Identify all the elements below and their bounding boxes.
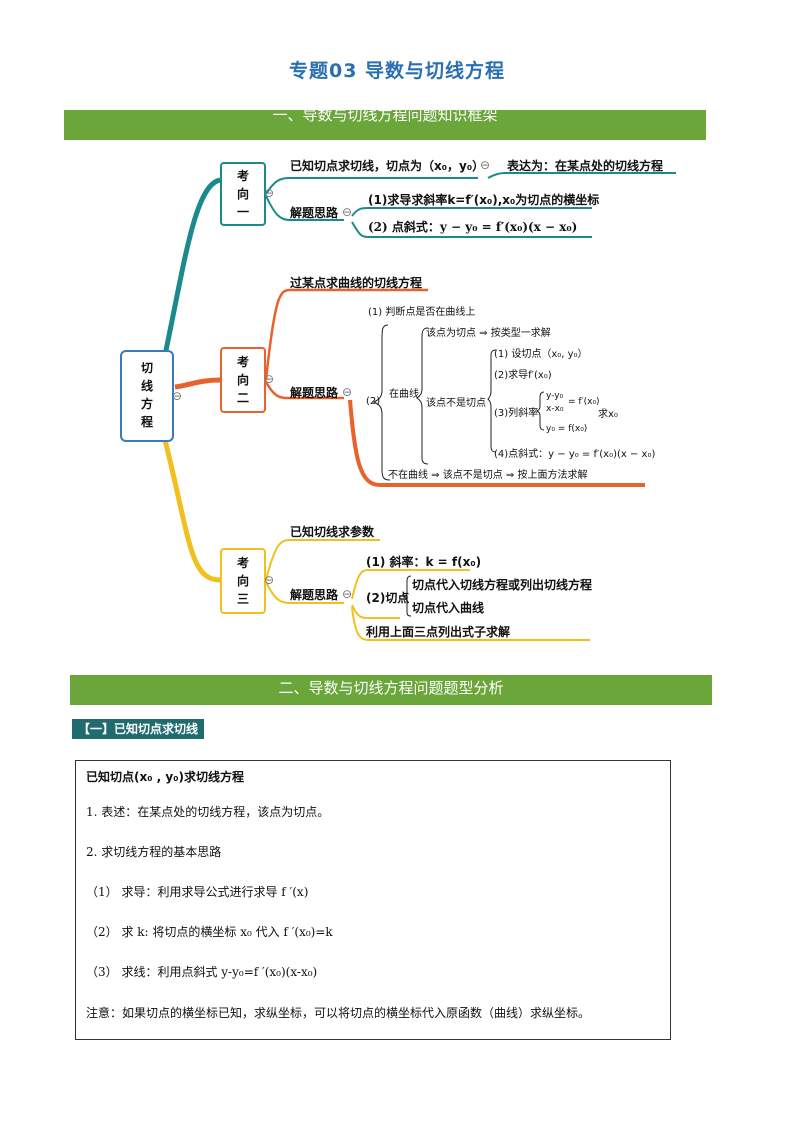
root-toggle-icon[interactable]: ⊖	[172, 389, 183, 403]
b2-b3-denominator: x-x₀	[546, 404, 564, 414]
card-line-4: （2） 求 k: 将切点的横坐标 x₀ 代入 f ′(x₀)=k	[86, 925, 333, 939]
b3-sub-b: 切点代入曲线	[412, 601, 485, 615]
b2-b3: (3)列斜率	[494, 408, 539, 419]
card-line-3: （1） 求导：利用求导公式进行求导 f ′(x)	[86, 885, 309, 899]
b2-approach-toggle-icon[interactable]: ⊖	[342, 385, 353, 399]
b3-known-tangent: 已知切线求参数	[290, 525, 375, 539]
branch-3-toggle-icon[interactable]: ⊖	[264, 573, 275, 587]
b1-known-point: 已知切点求切线，切点为（x₀，y₀）	[290, 159, 485, 173]
mindmap-connectors	[162, 172, 676, 641]
card-line-2: 2. 求切线方程的基本思路	[86, 845, 222, 859]
section-heading-analysis: 二、导数与切线方程问题题型分析	[70, 675, 712, 705]
mindmap-root: 切 线 方 程	[120, 350, 174, 442]
page-title: 专题03 导数与切线方程	[288, 60, 506, 82]
content-card: 已知切点(x₀ , y₀)求切线方程 1. 表述：在某点处的切线方程，该点为切点…	[75, 760, 671, 1040]
branch-1-toggle-icon[interactable]: ⊖	[264, 186, 275, 200]
b3-sub-a: 切点代入切线方程或列出切线方程	[412, 578, 593, 592]
b2-approach: 解题思路	[290, 386, 339, 400]
b3-approach-toggle-icon[interactable]: ⊖	[342, 587, 353, 601]
branch-1-node: 考 向 一	[220, 162, 266, 226]
card-line-5: （3） 求线：利用点斜式 y-y₀=f ′(x₀)(x-x₀)	[86, 965, 318, 979]
b2-b3-numerator: y-y₀	[546, 391, 564, 401]
branch-3-node: 考 向 三	[220, 548, 266, 614]
b1-approach: 解题思路	[290, 206, 339, 220]
subsection-label: 【一】已知切点求切线	[72, 719, 205, 739]
b1-known-point-toggle-icon[interactable]: ⊖	[480, 158, 491, 172]
b2-b3-equals: = f′(x₀)	[568, 397, 600, 407]
b2-b3-second: y₀ = f(x₀)	[546, 424, 588, 434]
b1-expression: 表达为：在某点处的切线方程	[507, 159, 664, 173]
b1-step1: (1)求导求斜率k=f′(x₀),x₀为切点的横坐标	[368, 193, 600, 207]
b2-off-curve: 不在曲线 ⇒ 该点不是切点 ⇒ 按上面方法求解	[388, 470, 588, 481]
b3-step2: (2)切点	[366, 591, 410, 605]
b2-b4: (4)点斜式：y − y₀ = f′(x₀)(x − x₀)	[494, 449, 656, 460]
card-line-1: 1. 表述：在某点处的切线方程，该点为切点。	[86, 805, 330, 819]
b2-case-b: 该点不是切点	[426, 398, 486, 409]
b3-approach: 解题思路	[290, 588, 339, 602]
b1-step2: (2) 点斜式：y − y₀ = f′(x₀)(x − x₀)	[368, 220, 578, 234]
b2-through-point: 过某点求曲线的切线方程	[290, 276, 423, 290]
b2-on-curve: 在曲线	[389, 389, 419, 400]
b2-case-a: 该点为切点 ⇒ 按类型一求解	[426, 328, 551, 339]
b3-step1: (1) 斜率：k = f(x₀)	[366, 555, 482, 569]
b2-b3-solve: 求x₀	[598, 409, 618, 420]
branch-2-toggle-icon[interactable]: ⊖	[264, 372, 275, 386]
card-line-6: 注意：如果切点的横坐标已知，求纵坐标，可以将切点的横坐标代入原函数（曲线）求纵坐…	[86, 1006, 591, 1020]
b2-b2: (2)求导f′(x₀)	[494, 370, 552, 381]
section-heading-framework: 一、导数与切线方程问题知识框架	[64, 106, 706, 140]
b3-step3: 利用上面三点列出式子求解	[366, 625, 511, 639]
card-heading: 已知切点(x₀ , y₀)求切线方程	[86, 770, 244, 784]
b2-step1: (1) 判断点是否在曲线上	[368, 307, 476, 318]
b2-step2: (2)	[366, 396, 381, 407]
branch-2-node: 考 向 二	[220, 347, 266, 413]
b2-b1: (1) 设切点（x₀, y₀）	[494, 349, 588, 360]
b1-approach-toggle-icon[interactable]: ⊖	[342, 205, 353, 219]
